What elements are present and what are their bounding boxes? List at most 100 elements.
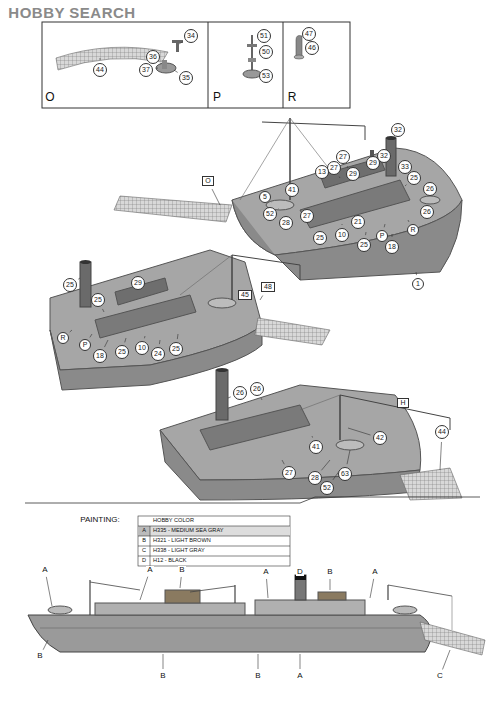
callout-letter: 48 <box>261 282 275 292</box>
callout-number: 26 <box>420 205 434 219</box>
callout-number: 27 <box>327 161 341 175</box>
callout-number: 27 <box>282 466 296 480</box>
panel-letter: R <box>288 91 297 103</box>
leader-line <box>160 63 162 65</box>
callout-number: P <box>376 230 388 242</box>
leader-line <box>180 577 181 588</box>
leader-line <box>140 577 148 600</box>
leader-line <box>300 654 301 669</box>
color-callout: C <box>436 672 444 680</box>
panel-letter: P <box>213 91 221 103</box>
callout-number: 1 <box>412 278 424 290</box>
table-cell: C <box>142 548 146 554</box>
leader-line <box>78 278 80 279</box>
leader-line <box>125 338 126 342</box>
leader-line <box>392 234 393 237</box>
callout-number: 18 <box>385 240 399 254</box>
color-callout: B <box>254 672 261 680</box>
color-callout: A <box>41 566 48 574</box>
leader-line <box>348 428 370 435</box>
leader-line <box>370 579 374 598</box>
color-callout: B <box>159 672 166 680</box>
leader-line <box>365 232 366 235</box>
callout-number: 21 <box>351 215 365 229</box>
callout-number: 41 <box>285 183 299 197</box>
callout-number: 25 <box>63 278 77 292</box>
leader-line <box>384 224 386 227</box>
leader-line <box>321 460 330 470</box>
leader-line <box>43 640 48 650</box>
leader-line <box>330 579 331 590</box>
watermark: HOBBY SEARCH <box>8 5 135 20</box>
callout-number: 27 <box>300 209 314 223</box>
callout-number: 32 <box>391 123 405 137</box>
table-cell: H335 - MEDIUM SEA GRAY <box>153 528 223 534</box>
leader-line <box>258 654 259 669</box>
callout-number: 18 <box>93 349 107 363</box>
callout-number: 63 <box>338 467 352 481</box>
color-callout: A <box>146 566 153 574</box>
table-cell: H338 - LIGHT GRAY <box>153 548 205 554</box>
callout-number: 51 <box>257 29 271 43</box>
callout-number: 36 <box>146 50 160 64</box>
leader-line <box>339 177 341 178</box>
callout-number: 25 <box>407 171 421 185</box>
leader-line <box>271 202 272 203</box>
table-cell: A <box>142 528 146 534</box>
table-cell: B <box>142 538 146 544</box>
leader-line <box>228 397 231 398</box>
callout-number: 10 <box>335 228 349 242</box>
color-callout: B <box>178 566 185 574</box>
leader-line <box>416 272 418 275</box>
callout-number: 25 <box>115 345 129 359</box>
callout-letter: O <box>202 176 214 186</box>
callout-letter: 45 <box>238 290 252 300</box>
callout-number: 13 <box>315 165 329 179</box>
leader-line <box>144 336 146 338</box>
leader-line <box>278 208 279 209</box>
callout-number: 41 <box>309 440 323 454</box>
callout-number: 26 <box>233 386 247 400</box>
callout-number: 28 <box>308 471 322 485</box>
leader-line <box>163 654 164 669</box>
color-callout: B <box>326 568 333 576</box>
callout-number: 29 <box>131 276 145 290</box>
leader-line <box>260 296 263 300</box>
leader-line <box>261 398 263 400</box>
leader-line <box>46 577 52 606</box>
color-callout: A <box>262 568 269 576</box>
leader-line <box>100 58 101 60</box>
color-callout: A <box>296 672 303 680</box>
panel-letter: O <box>45 91 54 103</box>
leader-line <box>159 340 161 344</box>
leader-line <box>177 334 179 339</box>
callout-number: 47 <box>302 27 316 41</box>
callout-number: 25 <box>169 342 183 356</box>
leader-line <box>408 220 410 222</box>
leader-line <box>174 70 178 72</box>
callout-number: 32 <box>377 149 391 163</box>
callout-number: 25 <box>313 231 327 245</box>
leader-line <box>440 442 441 470</box>
leader-line <box>282 460 284 464</box>
callout-number: 34 <box>184 29 198 43</box>
callout-number: 46 <box>305 41 319 55</box>
callout-number: 10 <box>135 341 149 355</box>
callout-number: 35 <box>179 71 193 85</box>
leader-line <box>102 309 104 312</box>
callout-number: 26 <box>423 182 437 196</box>
leader-line <box>405 185 407 186</box>
callout-number: P <box>79 339 91 351</box>
callout-number: 29 <box>346 167 360 181</box>
callout-number: 37 <box>139 63 153 77</box>
callout-number: R <box>407 224 419 236</box>
table-cell: D <box>142 558 146 564</box>
callout-number: 42 <box>373 431 387 445</box>
callout-number: R <box>57 332 69 344</box>
leader-line <box>156 68 158 69</box>
leader-line <box>70 330 72 332</box>
callout-number: 28 <box>279 216 293 230</box>
